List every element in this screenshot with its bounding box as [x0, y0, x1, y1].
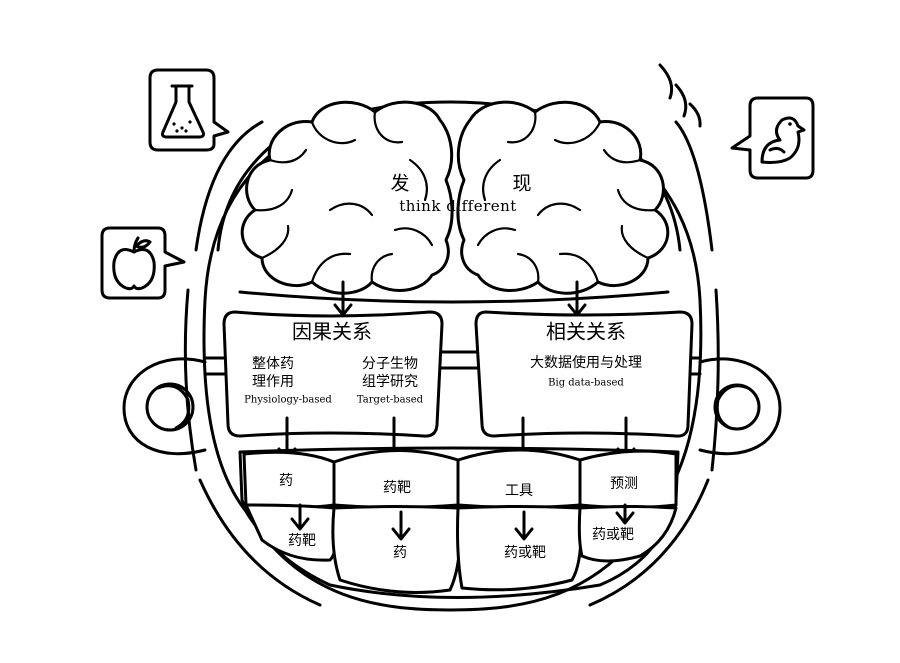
tooth-8: [577, 505, 678, 563]
mouth: 药 药靶 药靶 药 工具 药或靶 预测 药或靶: [238, 446, 680, 599]
causal-right-line1: 分子生物: [362, 356, 418, 372]
apple-icon: [100, 226, 186, 300]
tooth2-bottom-label: 药: [393, 545, 407, 561]
tooth3-bottom-label: 药或靶: [504, 545, 546, 561]
causal-right-en: Target-based: [357, 395, 424, 406]
tooth3-top-label: 工具: [505, 483, 533, 499]
tooth4-top-label: 预测: [610, 476, 638, 492]
tooth-2: [332, 449, 463, 509]
teeth-arrows: [290, 503, 635, 541]
brain-right-char: 现: [512, 173, 531, 195]
causal-left-en: Physiology-based: [244, 395, 332, 406]
left-ear: [122, 357, 207, 456]
brain-left-char: 发: [390, 173, 409, 195]
causal-left-line1: 整体药: [252, 356, 294, 372]
tooth4-bottom-label: 药或靶: [592, 527, 634, 543]
causal-right-line2: 组学研究: [362, 374, 418, 390]
brain-left-hemisphere: [240, 100, 454, 295]
tooth-6: [331, 505, 462, 594]
causal-box: 因果关系 整体药 理作用 Physiology-based 分子生物 组学研究 …: [222, 310, 444, 438]
brain: 发 现 think different: [216, 100, 682, 304]
tooth1-top-label: 药: [279, 473, 293, 489]
right-ear: [698, 357, 782, 456]
causal-title: 因果关系: [292, 320, 372, 344]
correlation-title: 相关关系: [546, 320, 626, 344]
brain-right-hemisphere: [456, 100, 670, 295]
causal-left-line2: 理作用: [252, 374, 294, 390]
correlation-line1: 大数据使用与处理: [530, 354, 642, 371]
correlation-box: 相关关系 大数据使用与处理 Big data-based: [474, 310, 694, 438]
bird-icon: [730, 96, 815, 180]
brain-subtitle: think different: [399, 197, 517, 215]
correlation-en: Big data-based: [548, 378, 624, 389]
head-outline: [183, 63, 720, 612]
tooth1-bottom-label: 药靶: [288, 533, 316, 549]
tooth2-top-label: 药靶: [383, 480, 411, 496]
tooth-7: [456, 505, 583, 592]
flask-icon: [148, 68, 230, 152]
